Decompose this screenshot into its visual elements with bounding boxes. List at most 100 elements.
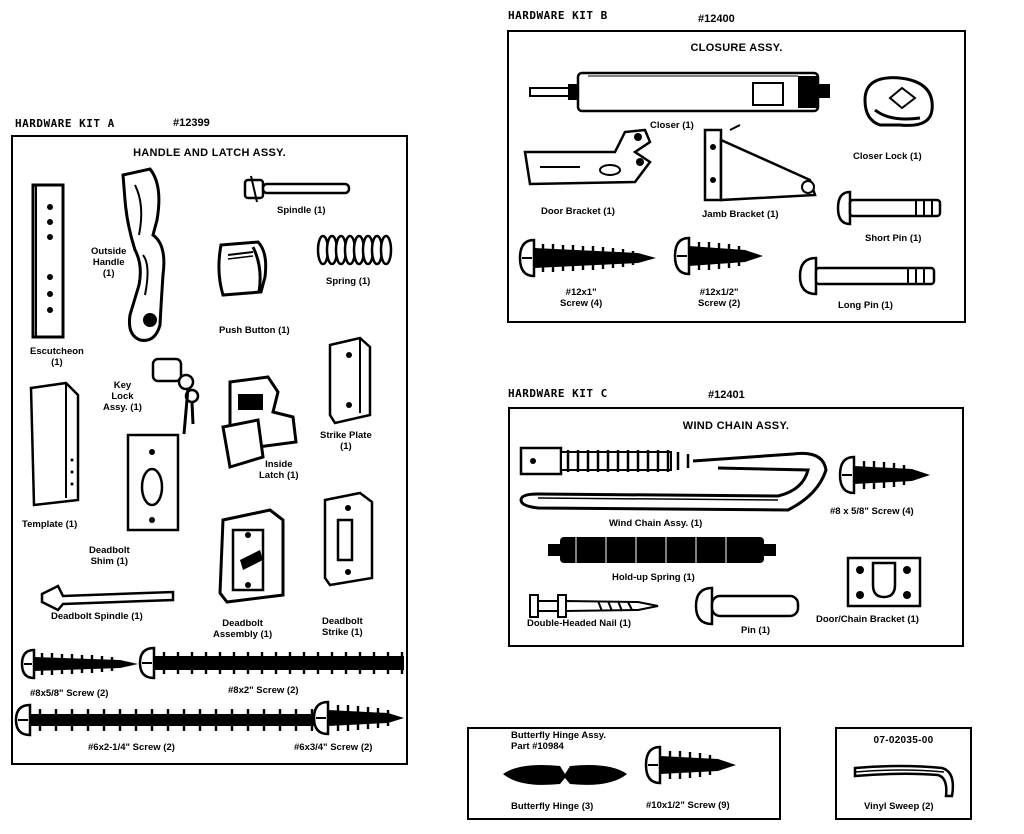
spindle-label: Spindle (1) — [277, 205, 326, 216]
short-pin-label: Short Pin (1) — [865, 233, 922, 244]
kit-c-screw-illustration — [838, 455, 930, 495]
strike-plate-qty: (1) — [340, 441, 352, 452]
key-lock-illustration — [151, 357, 200, 435]
deadbolt-shim-name-2: Shim (1) — [90, 556, 129, 567]
closer-illustration — [529, 71, 830, 113]
deadbolt-assembly-name-2: Assembly (1) — [213, 629, 273, 640]
kit-c-panel: WIND CHAIN ASSY. — [508, 407, 964, 647]
inside-latch-name: Inside — [265, 459, 293, 470]
key-lock-name-3: Assy. (1) — [103, 402, 142, 413]
spindle-illustration — [243, 175, 351, 203]
escutcheon-name: Escutcheon — [30, 346, 84, 357]
deadbolt-strike-label: Deadbolt Strike (1) — [322, 616, 363, 638]
wind-chain-label: Wind Chain Assy. (1) — [609, 518, 703, 529]
screw-8x2-illustration — [138, 646, 404, 680]
kit-c-screw-label: #8 x 5/8" Screw (4) — [830, 506, 914, 517]
door-bracket-illustration — [523, 128, 652, 186]
inside-latch-label: Inside Latch (1) — [259, 459, 299, 481]
deadbolt-assembly-illustration — [218, 508, 285, 604]
closer-lock-illustration — [863, 76, 934, 127]
screw-12x12-size: #12x1/2" — [699, 287, 739, 298]
butterfly-line1: Butterfly Hinge Assy. — [511, 730, 607, 741]
kit-a-number: #12399 — [173, 117, 210, 129]
outside-handle-name: Outside — [91, 246, 127, 257]
kit-a-panel: HANDLE AND LATCH ASSY. — [11, 135, 408, 765]
screw-6x34-label: #6x3/4" Screw (2) — [294, 742, 373, 753]
butterfly-panel — [467, 727, 781, 820]
deadbolt-assembly-label: Deadbolt Assembly (1) — [213, 618, 272, 640]
deadbolt-shim-name: Deadbolt — [89, 545, 130, 556]
key-lock-label: Key Lock Assy. (1) — [103, 380, 142, 413]
butterfly-line2: Part #10984 — [511, 741, 564, 752]
outside-handle-name-2: Handle — [92, 257, 125, 268]
closer-label: Closer (1) — [650, 120, 694, 131]
deadbolt-spindle-illustration — [40, 584, 175, 612]
jamb-bracket-illustration — [703, 124, 817, 202]
butterfly-hinge-illustration — [503, 765, 627, 785]
short-pin-illustration — [836, 190, 942, 226]
screw-12x1-qty: Screw (4) — [560, 298, 603, 309]
deadbolt-strike-name-2: Strike (1) — [322, 627, 363, 638]
kit-b-panel: CLOSURE ASSY. — [507, 30, 966, 323]
holdup-spring-illustration — [548, 537, 776, 563]
long-pin-illustration — [798, 256, 936, 296]
kit-a-title: HARDWARE KIT A — [15, 117, 115, 130]
inside-latch-name-2: Latch (1) — [259, 470, 299, 481]
double-nail-label: Double-Headed Nail (1) — [527, 618, 631, 629]
butterfly-title: Butterfly Hinge Assy. Part #10984 — [511, 730, 606, 752]
holdup-spring-label: Hold-up Spring (1) — [612, 572, 695, 583]
escutcheon-qty: (1) — [51, 357, 63, 368]
strike-plate-illustration — [328, 336, 372, 425]
screw-8x58-label: #8x5/8" Screw (2) — [30, 688, 109, 699]
butterfly-screw-illustration — [644, 745, 736, 785]
deadbolt-strike-name: Deadbolt — [322, 616, 363, 627]
push-button-illustration — [217, 240, 268, 297]
screw-8x2-label: #8x2" Screw (2) — [228, 685, 299, 696]
screw-8x58-illustration — [20, 648, 138, 680]
key-lock-name-2: Lock — [111, 391, 134, 402]
kit-c-heading: WIND CHAIN ASSY. — [682, 420, 790, 432]
screw-12x12-qty: Screw (2) — [698, 298, 741, 309]
template-illustration — [29, 381, 80, 507]
strike-plate-label: Strike Plate (1) — [320, 430, 372, 452]
inside-latch-illustration — [221, 375, 298, 469]
long-pin-label: Long Pin (1) — [838, 300, 893, 311]
kit-b-number: #12400 — [698, 13, 735, 25]
vinyl-sweep-illustration — [853, 764, 955, 798]
key-lock-name: Key — [113, 380, 132, 391]
deadbolt-spindle-label: Deadbolt Spindle (1) — [51, 611, 143, 622]
template-label: Template (1) — [22, 519, 78, 530]
kit-a-heading: HANDLE AND LATCH ASSY. — [133, 147, 286, 159]
screw-12x12-illustration — [673, 236, 763, 276]
screw-6x214-illustration — [14, 703, 322, 737]
deadbolt-shim-illustration — [126, 433, 180, 532]
door-chain-bracket-illustration — [846, 556, 922, 608]
escutcheon-label: Escutcheon (1) — [30, 346, 84, 368]
screw-12x1-illustration — [518, 238, 656, 278]
outside-handle-label: Outside Handle (1) — [91, 246, 126, 279]
outside-handle-qty: (1) — [102, 268, 115, 279]
double-nail-illustration — [529, 594, 659, 618]
wind-chain-illustration — [519, 446, 828, 512]
spring-illustration — [316, 234, 393, 266]
kit-c-title: HARDWARE KIT C — [508, 387, 608, 400]
vinyl-sweep-label: Vinyl Sweep (2) — [864, 801, 934, 812]
escutcheon-illustration — [31, 183, 65, 339]
pin-label: Pin (1) — [741, 625, 771, 636]
kit-c-number: #12401 — [708, 389, 745, 401]
kit-b-heading: CLOSURE ASSY. — [690, 42, 783, 54]
jamb-bracket-label: Jamb Bracket (1) — [702, 209, 779, 220]
screw-12x1-size: #12x1" — [565, 287, 597, 298]
push-button-label: Push Button (1) — [219, 325, 290, 336]
kit-b-title: HARDWARE KIT B — [508, 9, 608, 22]
butterfly-hinge-label: Butterfly Hinge (3) — [511, 801, 594, 812]
spring-label: Spring (1) — [326, 276, 371, 287]
deadbolt-shim-label: Deadbolt Shim (1) — [89, 545, 130, 567]
outside-handle-illustration — [121, 167, 166, 342]
deadbolt-assembly-name: Deadbolt — [222, 618, 263, 629]
screw-12x1-label: #12x1" Screw (4) — [560, 287, 602, 309]
door-chain-bracket-label: Door/Chain Bracket (1) — [816, 614, 919, 625]
pin-illustration — [694, 586, 800, 626]
sweep-number: 07-02035-00 — [873, 735, 934, 746]
strike-plate-name: Strike Plate — [320, 430, 372, 441]
